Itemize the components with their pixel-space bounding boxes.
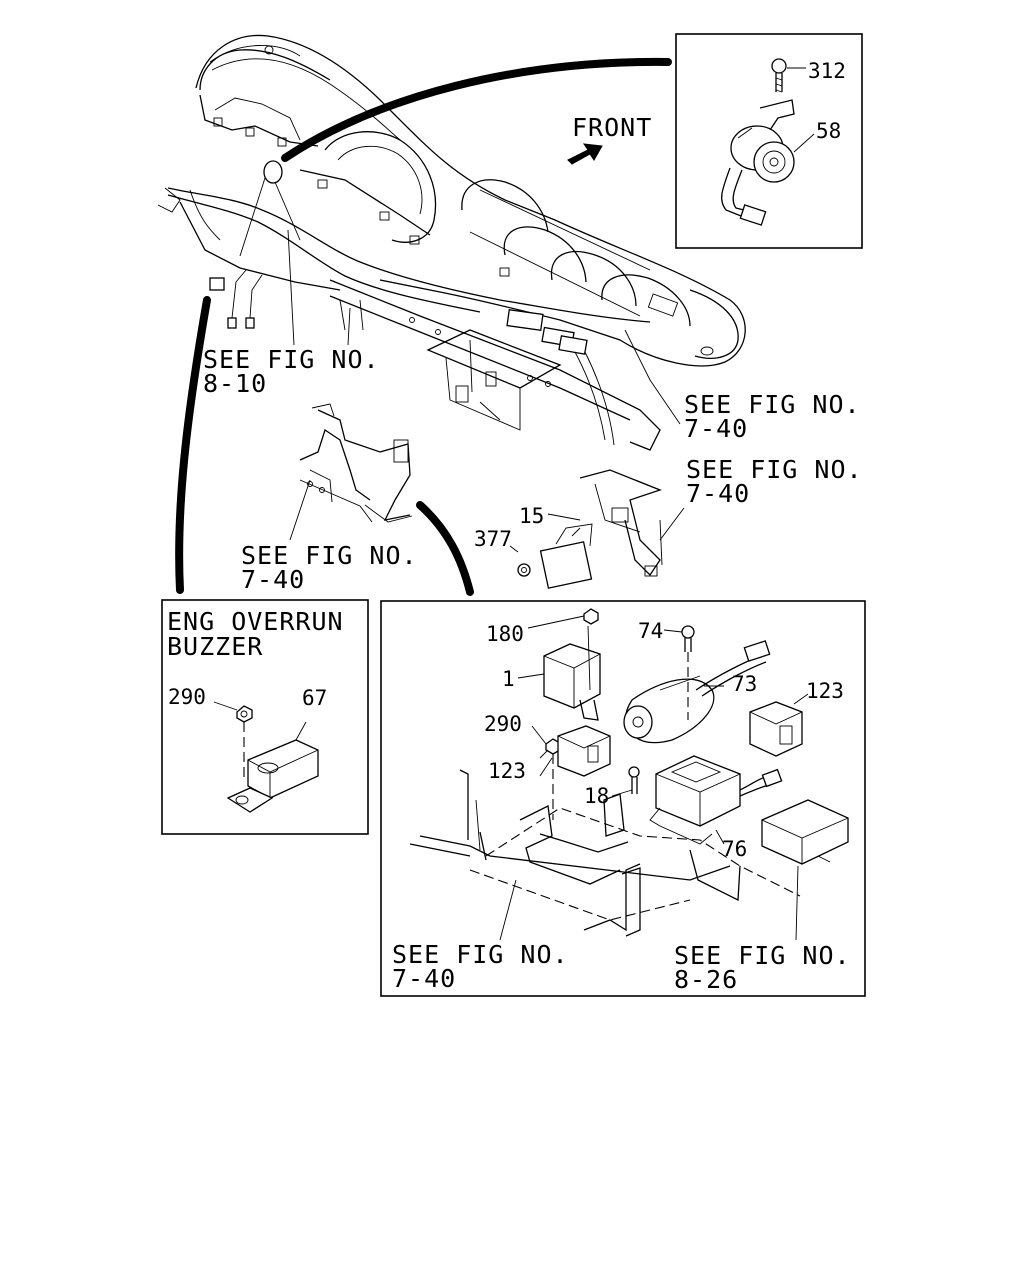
callout-312: 312 bbox=[808, 59, 846, 83]
fig-number-8-10: 8-10 bbox=[203, 369, 267, 398]
fig-number-7-40-upper: 7-40 bbox=[684, 414, 748, 443]
see-fig-label-8-10: SEE FIG NO. bbox=[203, 345, 380, 374]
see-fig-label-8-26: SEE FIG NO. bbox=[674, 941, 851, 970]
callout-1: 1 bbox=[502, 667, 515, 691]
fig-number-7-40-middle: 7-40 bbox=[686, 479, 750, 508]
callout-290-detail: 290 bbox=[484, 712, 522, 736]
indicator-curves bbox=[175, 57, 672, 596]
callout-123-right: 123 bbox=[806, 679, 844, 703]
callout-58: 58 bbox=[816, 119, 841, 143]
fig-number-7-40-bottom: 7-40 bbox=[392, 964, 456, 993]
callout-67: 67 bbox=[302, 686, 327, 710]
buzzer-title-line1: ENG OVERRUN bbox=[167, 607, 344, 636]
buzzer-inset bbox=[161, 599, 369, 835]
front-arrow-icon bbox=[567, 143, 603, 165]
callout-74: 74 bbox=[638, 619, 663, 643]
callout-180: 180 bbox=[486, 622, 524, 646]
see-fig-label-7-40-left: SEE FIG NO. bbox=[241, 541, 418, 570]
see-fig-label-7-40-upper: SEE FIG NO. bbox=[684, 390, 861, 419]
see-fig-label-7-40-middle: SEE FIG NO. bbox=[686, 455, 863, 484]
see-fig-label-7-40-bottom: SEE FIG NO. bbox=[392, 940, 569, 969]
fig-number-7-40-left: 7-40 bbox=[241, 565, 305, 594]
callout-123-left: 123 bbox=[488, 759, 526, 783]
front-label: FRONT bbox=[572, 113, 652, 142]
buzzer-title-line2: BUZZER bbox=[167, 632, 263, 661]
relay-detail-inset bbox=[380, 600, 866, 997]
inset-sensor bbox=[675, 33, 863, 249]
callout-18: 18 bbox=[584, 784, 609, 808]
callout-73: 73 bbox=[732, 672, 757, 696]
callout-290-buzzer: 290 bbox=[168, 685, 206, 709]
fig-number-8-26: 8-26 bbox=[674, 965, 738, 994]
label-front: FRONT bbox=[572, 113, 652, 142]
instrument-panel-drawing bbox=[157, 34, 746, 589]
callout-76: 76 bbox=[722, 837, 747, 861]
callout-377: 377 bbox=[474, 527, 512, 551]
callout-15: 15 bbox=[519, 504, 544, 528]
reference-leaders bbox=[287, 229, 685, 553]
